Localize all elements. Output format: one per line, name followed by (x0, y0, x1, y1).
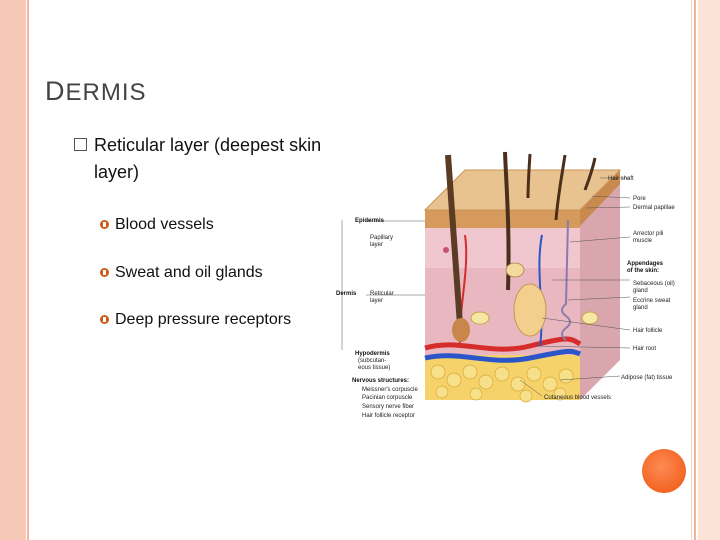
main-bullet-text: Reticular layer (deepest skin layer) (94, 135, 322, 182)
square-bullet-icon (74, 138, 87, 151)
label-papillary: Papillary (370, 235, 393, 241)
label-arrector: Arrector pili (633, 231, 663, 237)
label-hypodermis-2: (subcutan- (358, 358, 386, 364)
label-papillary-2: layer (370, 242, 383, 248)
sebaceous-gland (505, 262, 525, 278)
adipose-globules (430, 364, 574, 403)
label-dermis: Dermis (336, 291, 357, 297)
label-hair-root: Hair root (633, 346, 656, 352)
label-hypodermis: Hypodermis (355, 351, 390, 357)
label-reticular: Reticular (370, 291, 394, 297)
right-border (698, 0, 720, 540)
label-reticular-2: layer (370, 298, 383, 304)
sub-bullet-text: Deep pressure receptors (115, 311, 292, 328)
right-face (580, 170, 620, 400)
label-dermal-papillae: Dermal papillae (633, 205, 675, 211)
label-eccrine: Eccrine sweat (633, 298, 671, 304)
left-border-line (27, 0, 29, 540)
title-rest: ERMIS (65, 79, 147, 106)
sub-bullet-2: Sweat and oil glands (100, 264, 263, 282)
label-arrector-2: muscle (633, 238, 653, 244)
label-sensory: Sensory nerve fiber (362, 404, 414, 410)
follicle-sheath (513, 283, 547, 337)
label-sebaceous: Sebaceous (oil) (633, 281, 675, 287)
label-hair-follicle: Hair follicle (633, 328, 663, 334)
label-hair-shaft: Hair shaft (608, 176, 634, 182)
label-adipose: Adipose (fat) tissue (621, 375, 673, 381)
hair-bulb (452, 318, 470, 342)
label-appendages-2: of the skin: (627, 268, 659, 274)
hair-shaft (445, 154, 463, 326)
label-epidermis: Epidermis (355, 218, 385, 224)
right-border-line-inner (691, 0, 692, 540)
bullet-icon (100, 220, 109, 229)
sub-bullet-1: Blood vessels (100, 216, 214, 234)
bullet-icon (100, 268, 109, 277)
label-sebaceous-2: gland (633, 288, 648, 294)
sub-bullet-text: Sweat and oil glands (115, 264, 263, 281)
label-appendages: Appendages (627, 261, 664, 267)
epidermis-layer (425, 210, 580, 228)
label-meissner: Meissner's corpuscle (362, 387, 418, 393)
sub-bullet-3: Deep pressure receptors (100, 311, 291, 329)
slide-title: DERMIS (45, 76, 147, 107)
sub-bullet-text: Blood vessels (115, 216, 214, 233)
label-nervous: Nervous structures: (352, 378, 409, 384)
label-pore: Pore (633, 196, 646, 202)
left-border (0, 0, 26, 540)
sweat-gland (561, 219, 571, 341)
label-pacinian: Pacinian corpuscle (362, 395, 413, 401)
label-cutaneous: Cutaneous blood vessels (544, 395, 611, 401)
title-initial: D (45, 76, 66, 106)
label-hair-receptor: Hair follicle receptor (362, 413, 415, 419)
vein (424, 348, 581, 363)
meissner-corpuscle (443, 247, 449, 253)
artery (424, 336, 582, 352)
papillary-region (425, 228, 580, 268)
bullet-icon (100, 315, 109, 324)
right-border-line (694, 0, 696, 540)
label-eccrine-2: gland (633, 305, 648, 311)
decorative-orb (642, 449, 686, 493)
skin-diagram: Hair shaft Pore Dermal papillae Arrector… (336, 151, 675, 419)
label-hypodermis-3: eous tissue) (358, 365, 390, 371)
right-epidermis (580, 170, 620, 226)
main-bullet: Reticular layer (deepest skin layer) (74, 132, 354, 186)
pacinian-corpuscle (470, 311, 490, 325)
